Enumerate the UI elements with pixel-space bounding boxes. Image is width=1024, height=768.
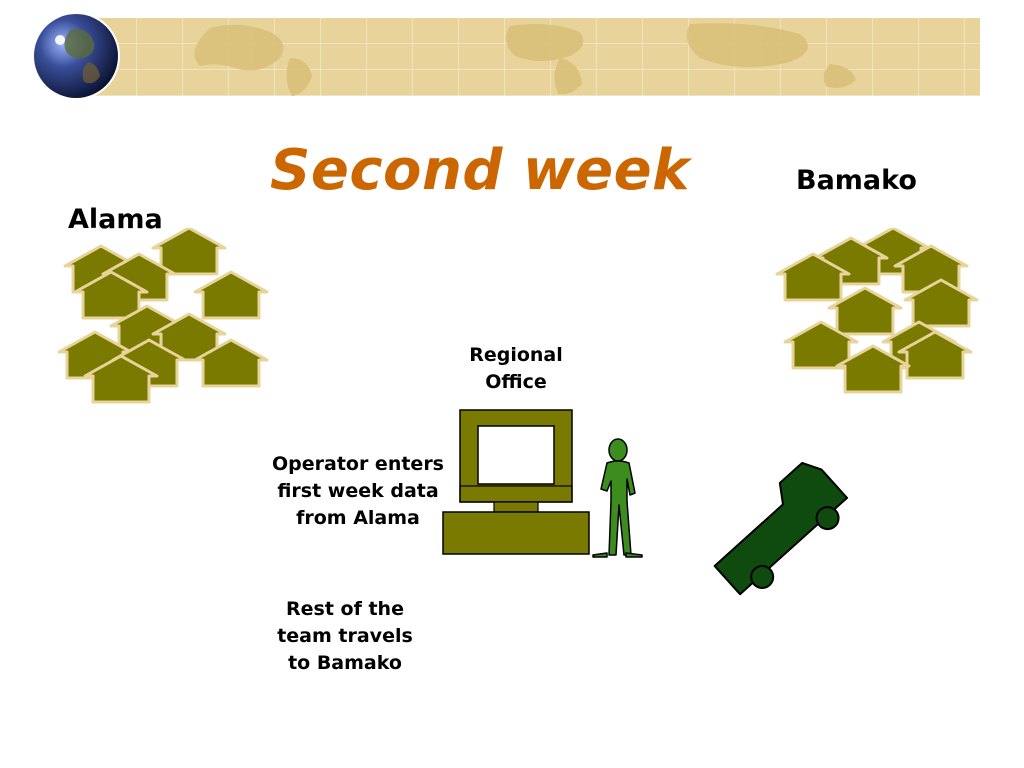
place-label-bamako: Bamako — [796, 165, 917, 196]
team-caption-line1: Rest of the — [286, 598, 404, 620]
team-caption-line2: team travels — [277, 625, 413, 647]
globe-icon — [30, 10, 122, 102]
team-caption: Rest of the team travels to Bamako — [262, 596, 428, 677]
regional-office-label-line1: Regional — [469, 344, 563, 366]
person-icon — [592, 438, 643, 558]
world-map-graphic — [194, 23, 856, 96]
vehicle-icon — [713, 462, 849, 596]
operator-caption-line1: Operator enters — [271, 453, 444, 475]
operator-caption-line3: from Alama — [296, 507, 420, 529]
operator-caption-line2: first week data — [277, 480, 439, 502]
place-label-alama: Alama — [68, 204, 163, 235]
house-icon — [193, 270, 269, 320]
operator-caption: Operator enters first week data from Ala… — [263, 451, 453, 532]
village-bamako — [775, 228, 979, 394]
village-alama — [57, 228, 269, 404]
computer-icon — [442, 409, 590, 555]
team-caption-line3: to Bamako — [288, 652, 402, 674]
regional-office-label: Regional Office — [446, 342, 586, 396]
slide-title: Second week — [270, 138, 690, 203]
regional-office-label-line2: Office — [485, 371, 547, 393]
header-map-banner — [90, 18, 980, 96]
